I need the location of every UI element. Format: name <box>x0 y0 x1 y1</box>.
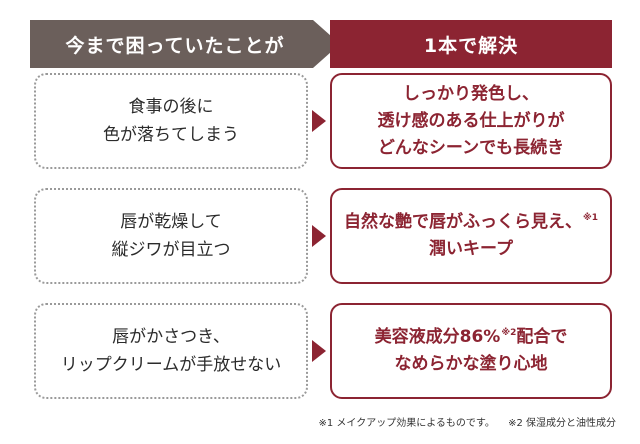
solution-text: 美容液成分86% <box>374 327 501 347</box>
comparison-row-3: 唇がかさつき、 リップクリームが手放せない 美容液成分86%※2配合で なめらか… <box>0 303 640 399</box>
problem-box-2: 唇が乾燥して 縦ジワが目立つ <box>34 188 308 284</box>
comparison-row-2: 唇が乾燥して 縦ジワが目立つ 自然な艶で唇がふっくら見え、※1 潤いキープ <box>0 188 640 284</box>
solution-line: 美容液成分86%※2配合で <box>375 324 568 351</box>
solution-box-1: しっかり発色し、 透け感のある仕上がりが どんなシーンでも長続き <box>330 73 612 169</box>
solution-box-2: 自然な艶で唇がふっくら見え、※1 潤いキープ <box>330 188 612 284</box>
solution-text: しっかり発色し、 <box>403 83 539 104</box>
solution-text: どんなシーンでも長続き <box>377 137 565 158</box>
header-solution: 1本で解決 <box>330 20 612 68</box>
footnote-marker: ※1 <box>582 213 598 224</box>
arrow-right-icon <box>312 340 326 362</box>
footnote-2: ※2 保湿成分と油性成分 <box>508 418 616 429</box>
footnotes: ※1 メイクアップ効果によるものです。 ※2 保湿成分と油性成分 <box>308 414 616 429</box>
comparison-row-1: 食事の後に 色が落ちてしまう しっかり発色し、 透け感のある仕上がりが どんなシ… <box>0 73 640 169</box>
problem-text: 色が落ちてしまう <box>103 125 239 145</box>
footnote-1: ※1 メイクアップ効果によるものです。 <box>318 418 495 429</box>
problem-box-3: 唇がかさつき、 リップクリームが手放せない <box>34 303 308 399</box>
problem-text: リップクリームが手放せない <box>60 355 282 375</box>
arrow-right-icon <box>312 225 326 247</box>
solution-text: 配合で <box>516 327 568 347</box>
header-problems: 今まで困っていたことが <box>30 20 340 68</box>
arrow-right-icon <box>312 110 326 132</box>
problem-text: 唇がかさつき、 <box>112 327 230 347</box>
problem-text: 唇が乾燥して <box>120 212 222 232</box>
footnote-marker: ※2 <box>501 328 517 339</box>
solution-line: 自然な艶で唇がふっくら見え、※1 <box>344 209 598 236</box>
problem-text: 食事の後に <box>128 97 214 117</box>
problem-text: 縦ジワが目立つ <box>111 240 231 260</box>
solution-box-3: 美容液成分86%※2配合で なめらかな塗り心地 <box>330 303 612 399</box>
solution-text: 透け感のある仕上がりが <box>377 110 565 131</box>
solution-text: 潤いキープ <box>429 239 513 259</box>
solution-text: 自然な艶で唇がふっくら見え、 <box>343 212 582 232</box>
solution-text: なめらかな塗り心地 <box>394 354 548 374</box>
problem-box-1: 食事の後に 色が落ちてしまう <box>34 73 308 169</box>
